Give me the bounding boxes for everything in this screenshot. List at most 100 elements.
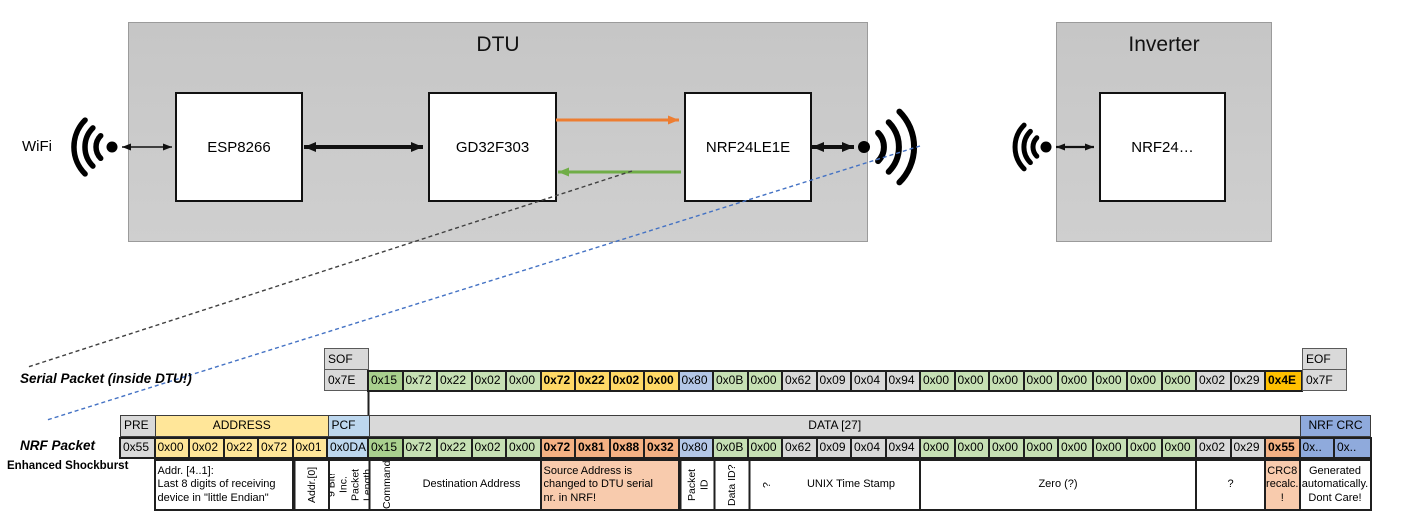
annotation-cell: CRC8 recalc. ! [1266,461,1301,509]
annotation-row: Addr. [4..1]: Last 8 digits of receiving… [153,459,1372,511]
annotation-cell: Source Address is changed to DTU serial … [541,461,680,509]
annotation-cell: Destination Address [403,461,542,509]
byte-cell: 0x29 [1231,372,1266,390]
nrf-crc-bytes: 0x..0x.. [1300,439,1370,457]
serial-packet-label: Serial Packet (inside DTU!) [20,371,192,386]
byte-cell: 0x04 [852,372,887,390]
annotation-cell: Generated automatically. Dont Care! [1300,461,1370,509]
inverter-container: Inverter [1056,22,1272,242]
byte-cell: 0x22 [438,439,473,457]
byte-cell: 0x88 [610,439,645,457]
byte-cell: 0x00 [1024,439,1059,457]
byte-cell: 0x72 [403,372,438,390]
annotation-cell: UNIX Time Stamp [783,461,921,509]
eof-column: EOF 0x7F [1302,348,1347,391]
byte-cell: 0x00 [955,439,990,457]
byte-cell: 0x.. [1335,439,1370,457]
byte-cell: 0x22 [438,372,473,390]
annotation-cell: ? [748,461,783,509]
byte-cell: 0x00 [507,372,542,390]
wifi-label: WiFi [22,138,52,155]
byte-cell: 0x04 [852,439,887,457]
data-header: DATA [27] [369,416,1301,436]
gd32f303-label: GD32F303 [455,138,530,156]
byte-cell: 0x81 [576,439,611,457]
annotation-cell: Command [369,461,404,509]
byte-cell: 0x72 [541,439,576,457]
byte-cell: 0x09 [817,372,852,390]
pcf-header: PCF [328,416,370,436]
annotation-cell: Zero (?) [921,461,1197,509]
byte-cell: 0x72 [403,439,438,457]
byte-cell: 0x80 [679,372,714,390]
wifi-icon-inverter [1012,122,1052,172]
pcf-value: 0x0DA [328,439,369,457]
byte-cell: 0x94 [886,372,921,390]
byte-cell: 0x00 [748,372,783,390]
byte-cell: 0x94 [886,439,921,457]
sof-column: SOF 0x7E [324,348,369,391]
byte-cell: 0x00 [921,372,956,390]
byte-cell: 0x22 [576,372,611,390]
byte-cell: 0x80 [679,439,714,457]
byte-cell: 0x00 [1162,439,1197,457]
byte-cell: 0x00 [990,372,1025,390]
annotation-cell: ? [1197,461,1266,509]
nrf24le1e-box: NRF24LE1E [684,92,812,202]
byte-cell: 0x00 [1059,372,1094,390]
byte-cell: 0x00 [990,439,1025,457]
nrf24-inverter-label: NRF24… [1131,138,1194,156]
nrf24-inverter-box: NRF24… [1099,92,1226,202]
byte-cell: 0x00 [1128,372,1163,390]
byte-cell: 0x02 [190,439,225,457]
byte-cell: 0x0B [714,372,749,390]
byte-cell: 0x29 [1231,439,1266,457]
wifi-icon-left [71,117,118,177]
byte-cell: 0x72 [541,372,576,390]
nrf-packet-label: NRF Packet [20,438,96,453]
byte-cell: 0x00 [1059,439,1094,457]
byte-cell: 0x02 [472,372,507,390]
byte-cell: 0x62 [783,439,818,457]
byte-cell: 0x32 [645,439,680,457]
byte-cell: 0x15 [369,372,404,390]
byte-cell: 0x02 [472,439,507,457]
address-header: ADDRESS [156,416,329,436]
byte-cell: 0x4E [1266,372,1301,390]
sof-value: 0x7E [324,369,369,391]
annotation-cell: Addr.[0] [293,461,328,509]
eof-value: 0x7F [1302,369,1347,391]
nrf-crc-header: NRF CRC [1301,416,1370,436]
eof-header: EOF [1302,348,1347,370]
byte-cell: 0x00 [1162,372,1197,390]
byte-cell: 0x72 [259,439,294,457]
enhanced-shockburst-label: Enhanced Shockburst [7,460,129,472]
byte-cell: 0x00 [507,439,542,457]
byte-cell: 0x02 [1197,439,1232,457]
annotation-cell: 9 Bit! Inc. Packet Length [328,461,369,509]
annotation-cell: Data ID? [714,461,749,509]
byte-cell: 0x02 [610,372,645,390]
esp8266-label: ESP8266 [207,138,271,156]
byte-cell: 0x.. [1300,439,1335,457]
byte-cell: 0x00 [748,439,783,457]
dtu-title: DTU [476,33,520,56]
annotation-cell: Addr. [4..1]: Last 8 digits of receiving… [155,461,294,509]
gd32f303-box: GD32F303 [428,92,557,202]
esp8266-box: ESP8266 [175,92,303,202]
byte-cell: 0x00 [955,372,990,390]
pre-value: 0x55 [121,439,156,457]
byte-cell: 0x55 [1266,439,1301,457]
byte-cell: 0x62 [783,372,818,390]
byte-cell: 0x01 [293,439,328,457]
byte-cell: 0x15 [369,439,404,457]
byte-cell: 0x00 [155,439,190,457]
byte-cell: 0x09 [817,439,852,457]
byte-cell: 0x00 [1024,372,1059,390]
pre-header: PRE [121,416,156,436]
inverter-title: Inverter [1128,33,1200,56]
